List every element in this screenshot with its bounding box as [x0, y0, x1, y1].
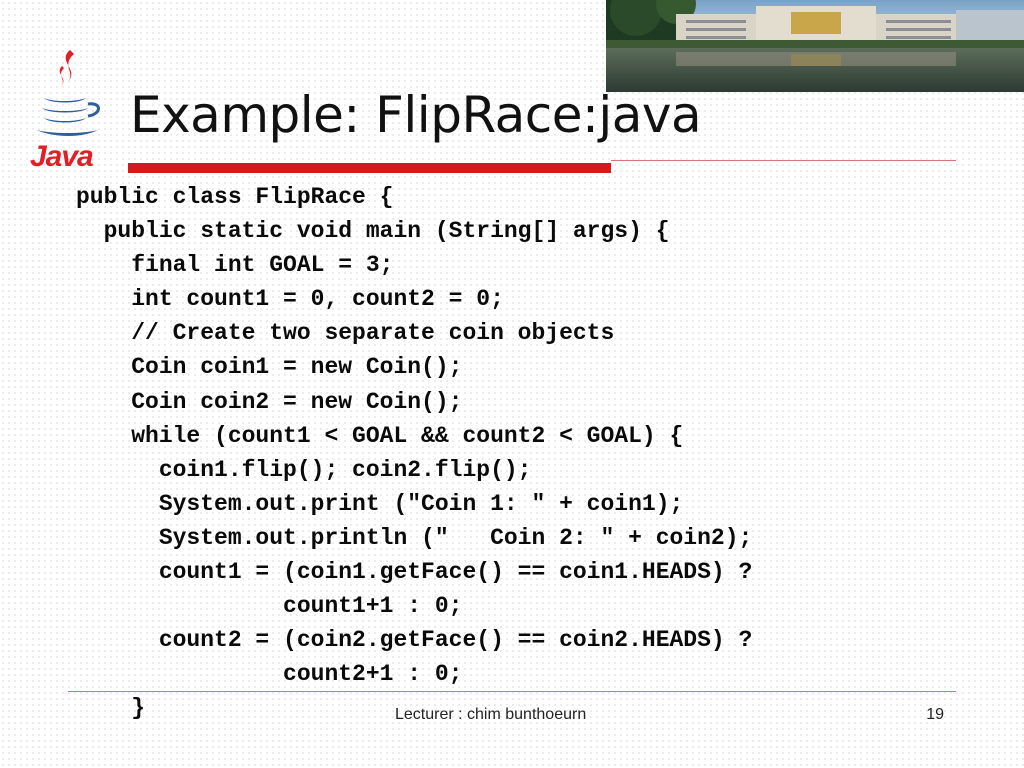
code-line: final int GOAL = 3; [76, 252, 394, 279]
page-number: 19 [926, 706, 944, 723]
code-line: // Create two separate coin objects [76, 320, 615, 347]
title-underline-thin [611, 160, 956, 161]
java-logo-text: Java [30, 140, 94, 173]
slide-title: Example: FlipRace:java [130, 86, 702, 144]
footer-divider [68, 691, 956, 692]
code-line: System.out.print ("Coin 1: " + coin1); [76, 490, 684, 517]
code-line: count1+1 : 0; [76, 593, 463, 620]
code-line: Coin coin2 = new Coin(); [76, 388, 463, 415]
code-line: int count1 = 0, count2 = 0; [76, 286, 504, 313]
java-coffee-cup-icon [36, 50, 100, 136]
code-line: coin1.flip(); coin2.flip(); [76, 456, 532, 483]
code-line: } [76, 695, 146, 722]
code-line: System.out.println (" Coin 2: " + coin2)… [76, 524, 753, 551]
code-line: Coin coin1 = new Coin(); [76, 354, 463, 381]
title-underline-accent [128, 163, 611, 173]
code-line: while (count1 < GOAL && count2 < GOAL) { [76, 422, 684, 449]
code-line: count2+1 : 0; [76, 661, 463, 688]
code-line: public static void main (String[] args) … [76, 218, 670, 245]
campus-building-photo [606, 0, 1024, 92]
java-logo [26, 44, 108, 179]
code-block: public class FlipRace { public static vo… [76, 180, 752, 726]
code-line: public class FlipRace { [76, 184, 394, 210]
footer-lecturer: Lecturer : chim bunthoeurn [395, 706, 587, 723]
code-line: count1 = (coin1.getFace() == coin1.HEADS… [76, 559, 753, 586]
code-line: count2 = (coin2.getFace() == coin2.HEADS… [76, 627, 753, 654]
